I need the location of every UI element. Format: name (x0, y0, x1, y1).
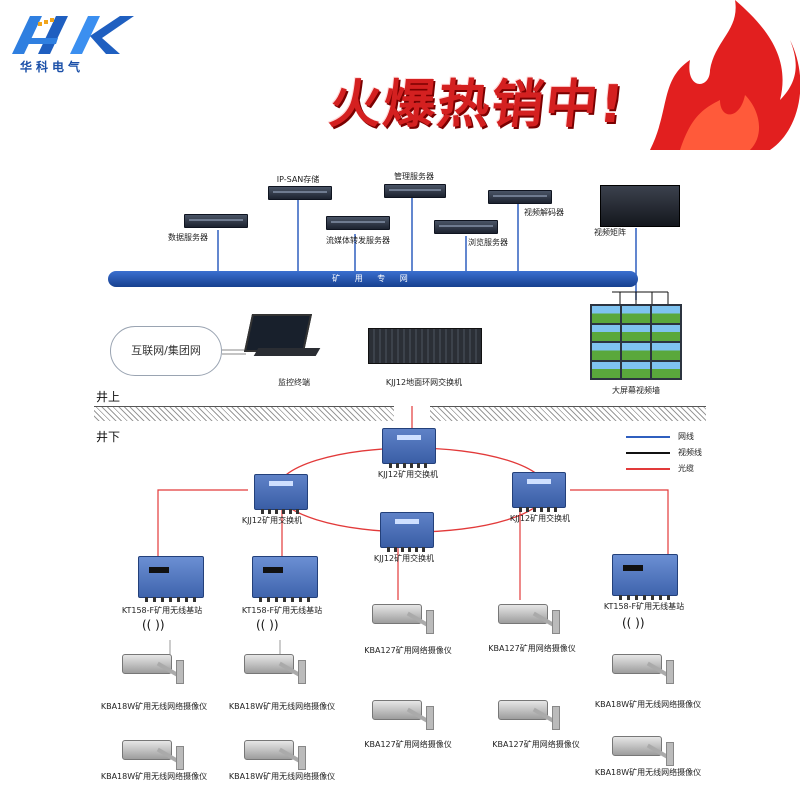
video-matrix-label: 视频矩阵 (594, 228, 626, 237)
streaming-server-label: 流媒体转发服务器 (326, 236, 390, 245)
management-server-icon (384, 184, 446, 198)
data-server-icon (184, 214, 248, 228)
flame-graphic (650, 0, 800, 150)
base-station-left2-icon (252, 556, 318, 602)
video-matrix-icon (600, 185, 680, 227)
internet-cloud: 互联网/集团网 (110, 326, 222, 376)
ip-san-storage-icon (268, 186, 332, 200)
streaming-server-icon (326, 216, 390, 230)
legend-network-line (626, 436, 670, 438)
switch-left-label: KJJ12矿用交换机 (241, 516, 303, 525)
browse-server-icon (434, 220, 498, 234)
camera-label: KBA127矿用网络摄像仪 (364, 740, 452, 749)
camera-icon (498, 604, 562, 634)
video-decoder-label: 视频解码器 (524, 208, 564, 217)
switch-top-label: KJJ12矿用交换机 (377, 470, 439, 479)
switch-right-label: KJJ12矿用交换机 (509, 514, 571, 523)
ground-surface-right (430, 406, 706, 421)
laptop-base (253, 348, 321, 356)
camera-label: KBA18W矿用无线网络摄像仪 (100, 702, 208, 711)
video-decoder-icon (488, 190, 552, 204)
data-server-label: 数据服务器 (168, 233, 208, 242)
base-station-left2-label: KT158-F矿用无线基站 (241, 606, 323, 615)
camera-icon (498, 700, 562, 730)
camera-icon (612, 654, 676, 684)
camera-icon (372, 604, 436, 634)
switch-bottom-icon (380, 512, 434, 552)
video-wall-label: 大屏幕视频墙 (612, 386, 660, 395)
underground-label: 井下 (96, 430, 121, 444)
switch-right-icon (512, 472, 566, 512)
camera-label: KBA18W矿用无线网络摄像仪 (228, 772, 336, 781)
camera-label: KBA127矿用网络摄像仪 (364, 646, 452, 655)
camera-label: KBA18W矿用无线网络摄像仪 (100, 772, 208, 781)
mine-network-bus: 矿 用 专 网 (108, 271, 638, 287)
ground-switch-label: KJJ12地面环网交换机 (385, 378, 463, 387)
camera-label: KBA18W矿用无线网络摄像仪 (594, 700, 702, 709)
camera-label: KBA18W矿用无线网络摄像仪 (594, 768, 702, 777)
management-server-label: 管理服务器 (394, 172, 434, 181)
base-station-right-icon (612, 554, 678, 600)
camera-icon (122, 654, 186, 684)
brand-name: 华科电气 (20, 60, 85, 74)
switch-bottom-label: KJJ12矿用交换机 (373, 554, 435, 563)
company-logo (12, 16, 134, 54)
wifi-icon: (( )) (256, 618, 279, 632)
switch-left-icon (254, 474, 308, 514)
camera-icon (244, 740, 308, 770)
camera-label: KBA127矿用网络摄像仪 (492, 740, 580, 749)
camera-icon (244, 654, 308, 684)
browse-server-label: 浏览服务器 (468, 238, 508, 247)
legend-video-label: 视频线 (678, 448, 702, 457)
switch-top-icon (382, 428, 436, 468)
base-station-left1-icon (138, 556, 204, 602)
surface-label: 井上 (96, 390, 121, 404)
base-station-left1-label: KT158-F矿用无线基站 (121, 606, 203, 615)
wifi-icon: (( )) (142, 618, 165, 632)
legend-fiber-label: 光缆 (678, 464, 694, 473)
laptop-icon (243, 314, 313, 352)
ip-san-label: IP-SAN存储 (276, 175, 320, 184)
ground-switch-icon (368, 328, 482, 364)
camera-icon (122, 740, 186, 770)
monitor-terminal-label: 监控终端 (278, 378, 310, 387)
video-wall-icon (590, 304, 682, 380)
base-station-right-label: KT158-F矿用无线基站 (603, 602, 685, 611)
legend-video-line (626, 452, 670, 454)
camera-icon (612, 736, 676, 766)
camera-label: KBA18W矿用无线网络摄像仪 (228, 702, 336, 711)
legend-fiber-line (626, 468, 670, 470)
wifi-icon: (( )) (622, 616, 645, 630)
camera-label: KBA127矿用网络摄像仪 (488, 644, 576, 653)
ground-surface-left (94, 406, 394, 421)
camera-icon (372, 700, 436, 730)
legend-network-label: 网线 (678, 432, 694, 441)
